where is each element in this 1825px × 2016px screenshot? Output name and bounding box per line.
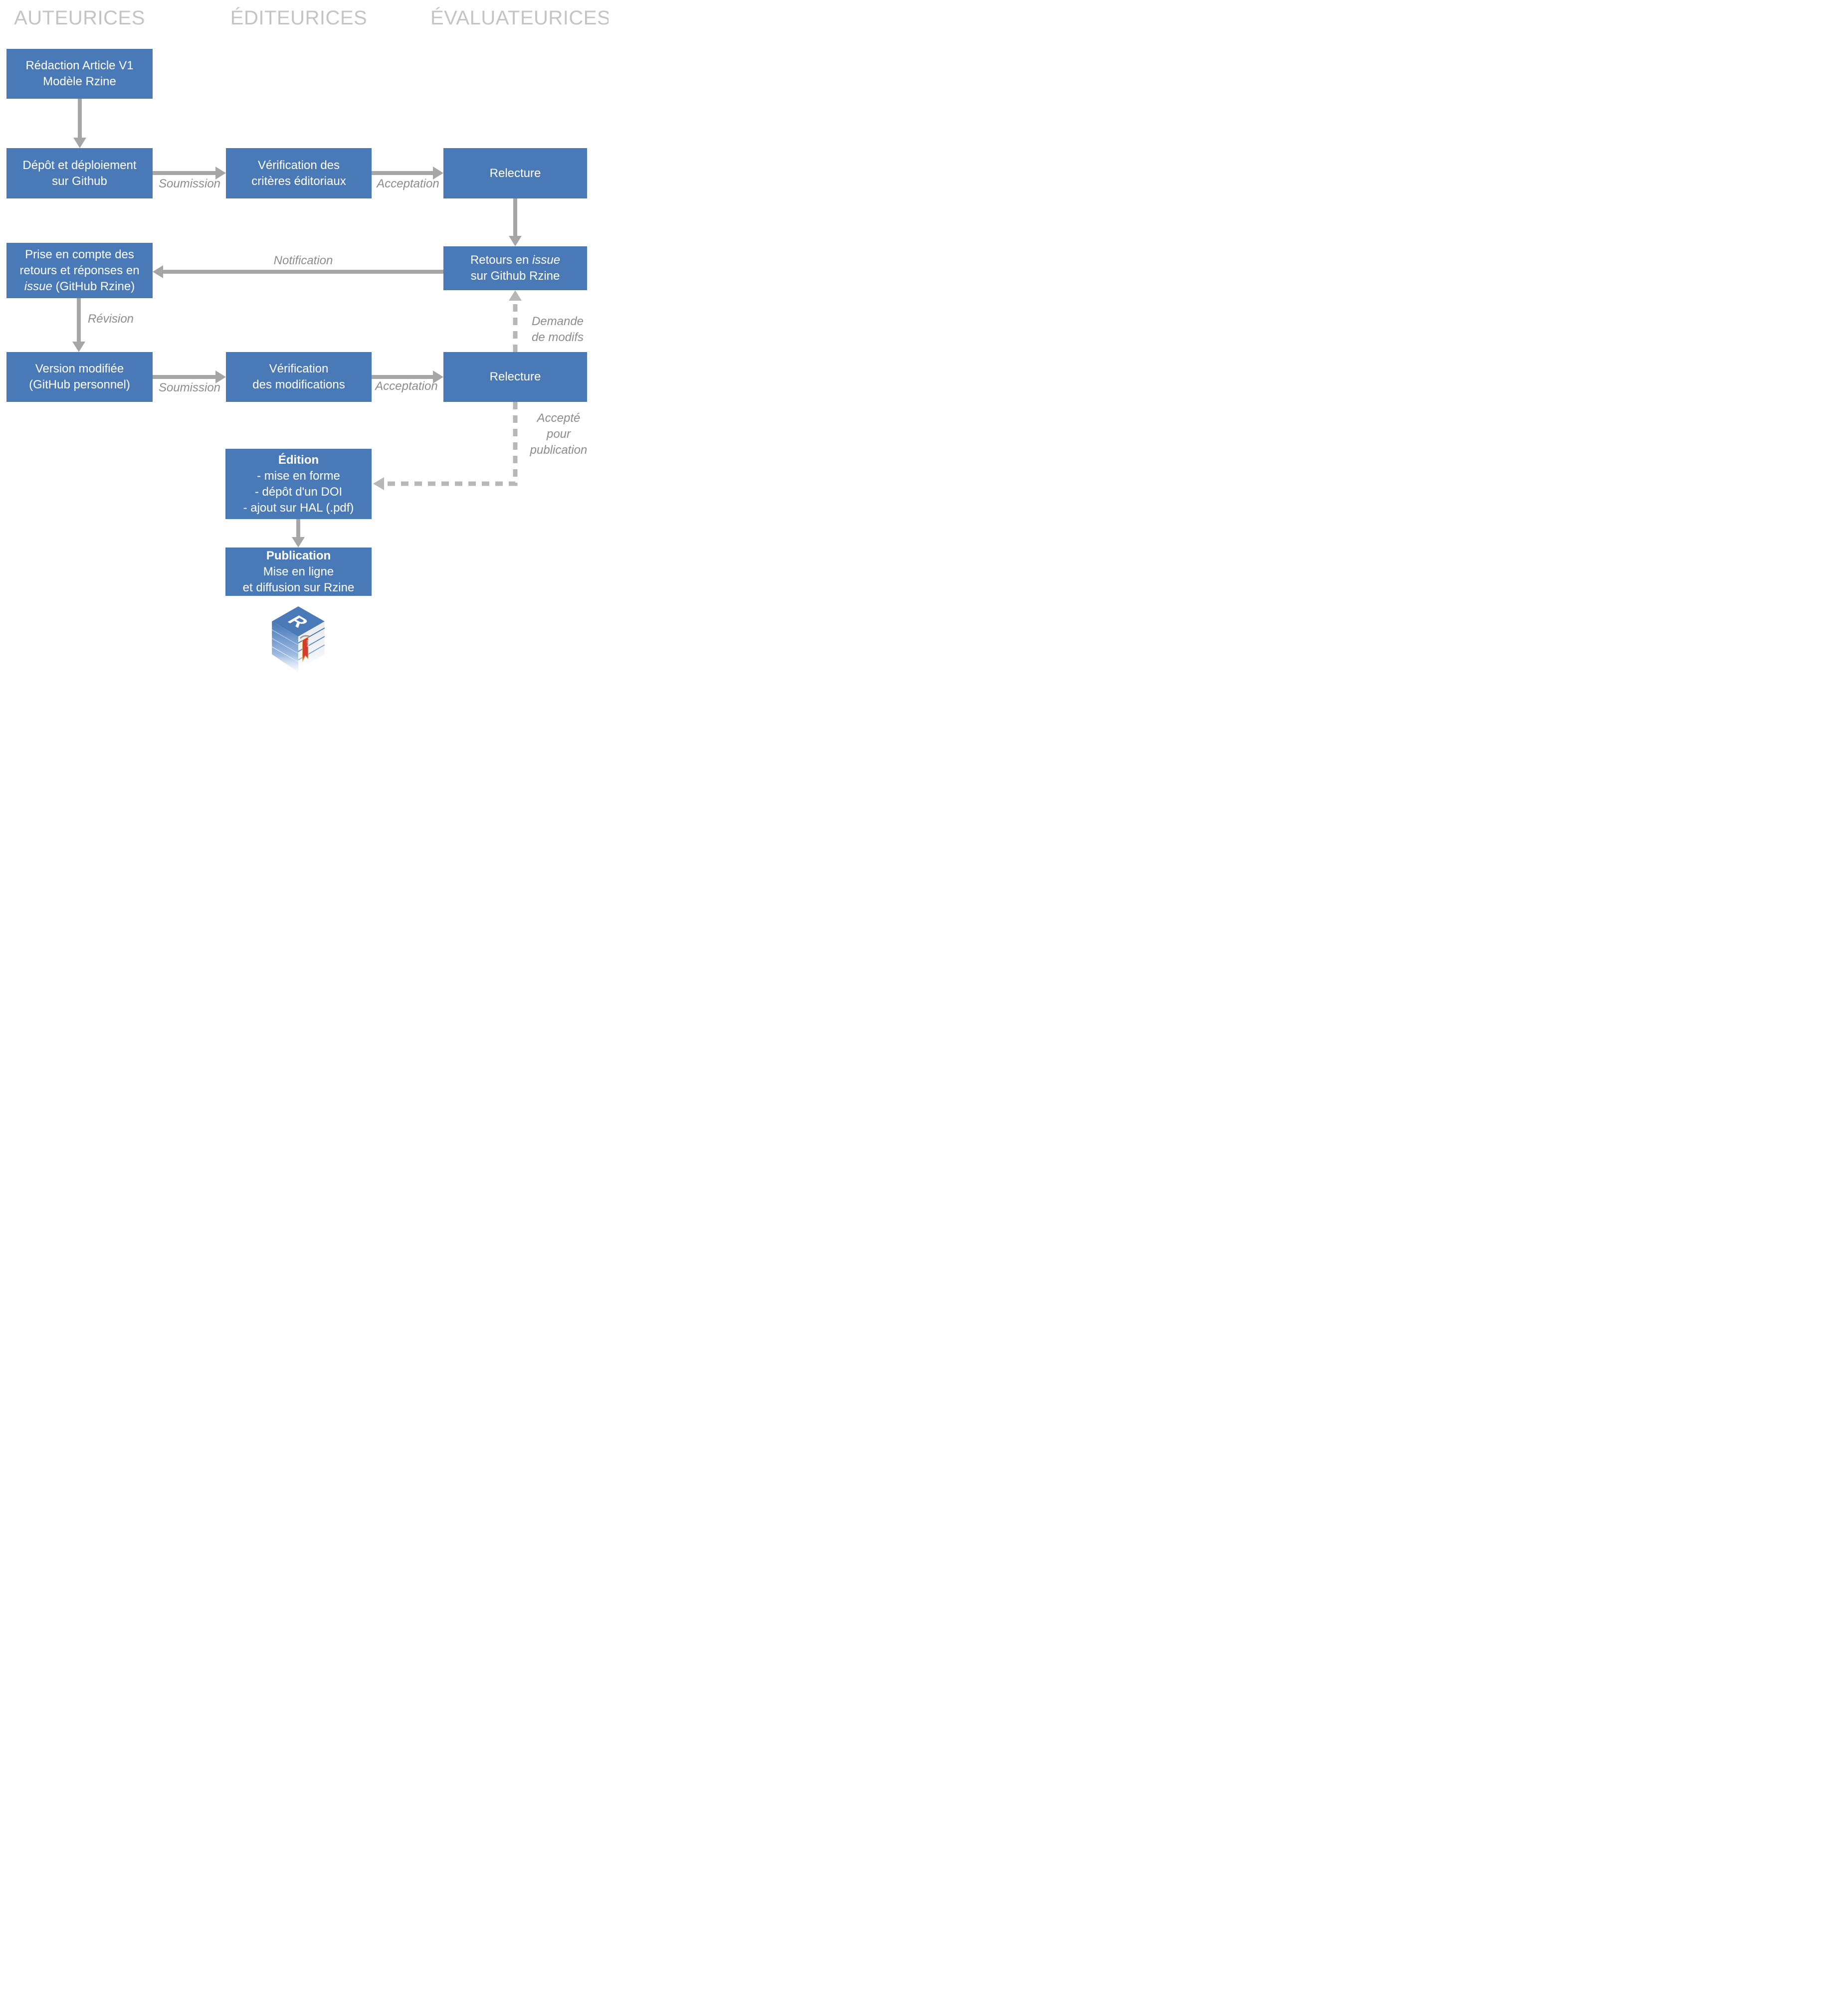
box-line: Vérification des [257, 158, 340, 172]
box-prise-en-compte: Prise en compte des retours et réponses … [6, 243, 153, 298]
logo-ribbon-hook [299, 635, 310, 639]
box-line: (GitHub personnel) [29, 378, 130, 391]
box-relecture-1: Relecture [443, 148, 587, 198]
box-line: et diffusion sur Rzine [242, 580, 355, 594]
logo-bottom-fade [270, 655, 327, 672]
label-notification: Notification [273, 254, 333, 267]
box-line: Mise en ligne [263, 564, 334, 578]
box-line: - dépôt d'un DOI [254, 485, 343, 499]
box-depot-github: Dépôt et déploiement sur Github [6, 148, 153, 198]
box-line: Vérification [269, 362, 329, 375]
label-demande-modifs: Demande de modifs [531, 315, 584, 344]
label-acceptation-2: Acceptation [375, 379, 438, 393]
label-soumission-1: Soumission [158, 177, 221, 190]
box-line: Retours en issue [470, 253, 561, 267]
svg-text:zine: zine [306, 640, 311, 648]
box-line: Modèle Rzine [43, 75, 116, 88]
box-line: Dépôt et déploiement [22, 158, 137, 172]
box-line: Version modifiée [35, 362, 124, 375]
arrow-demande-modifs-dashed [509, 290, 522, 352]
column-header-auteurices: AUTEURICES [14, 7, 145, 29]
label-soumission-2: Soumission [158, 381, 221, 394]
box-line: issue (GitHub Rzine) [24, 279, 135, 293]
arrow-edition-to-publication [292, 519, 305, 548]
arrow-revision [72, 298, 85, 352]
box-title: Édition [278, 453, 319, 467]
arrow-redaction-to-depot [73, 99, 86, 148]
box-relecture-2: Relecture [443, 352, 587, 402]
column-header-evaluateurices: ÉVALUATEURICES [430, 7, 608, 29]
box-line: critères éditoriaux [251, 174, 346, 188]
arrow-accepte-publication-dashed [373, 402, 518, 490]
box-line: sur Github [52, 174, 107, 188]
label-revision: Révision [87, 312, 134, 326]
box-line: Prise en compte des [25, 247, 134, 261]
box-line: sur Github Rzine [470, 269, 560, 283]
label-acceptation-1: Acceptation [377, 177, 439, 190]
box-line: Relecture [489, 370, 541, 383]
box-retours-issue: Retours en issue sur Github Rzine [443, 246, 587, 290]
box-line: Rédaction Article V1 [25, 59, 134, 72]
box-line: - ajout sur HAL (.pdf) [243, 501, 354, 515]
logo-book-stack: R zine [270, 606, 327, 672]
box-line: des modifications [252, 378, 345, 391]
box-publication: Publication Mise en ligne et diffusion s… [225, 548, 372, 596]
label-accepte-publication: Accepté pour publication [530, 411, 588, 457]
box-edition: Édition - mise en forme - dépôt d'un DOI… [225, 449, 372, 519]
box-title: Publication [266, 549, 331, 562]
box-version-modifiee: Version modifiée (GitHub personnel) [6, 352, 153, 402]
flow-diagram: AUTEURICES ÉDITEURICES ÉVALUATEURICES [0, 0, 608, 672]
box-verification-modifications: Vérification des modifications [226, 352, 372, 402]
box-line: retours et réponses en [19, 263, 140, 277]
box-line: Relecture [489, 166, 541, 180]
box-verification-criteres: Vérification des critères éditoriaux [226, 148, 372, 198]
arrow-relecture-to-retours [509, 198, 522, 246]
box-line: - mise en forme [257, 469, 340, 483]
rzine-logo: R zine [270, 606, 327, 672]
box-redaction-article: Rédaction Article V1 Modèle Rzine [6, 49, 153, 99]
column-header-editeurices: ÉDITEURICES [230, 7, 368, 29]
